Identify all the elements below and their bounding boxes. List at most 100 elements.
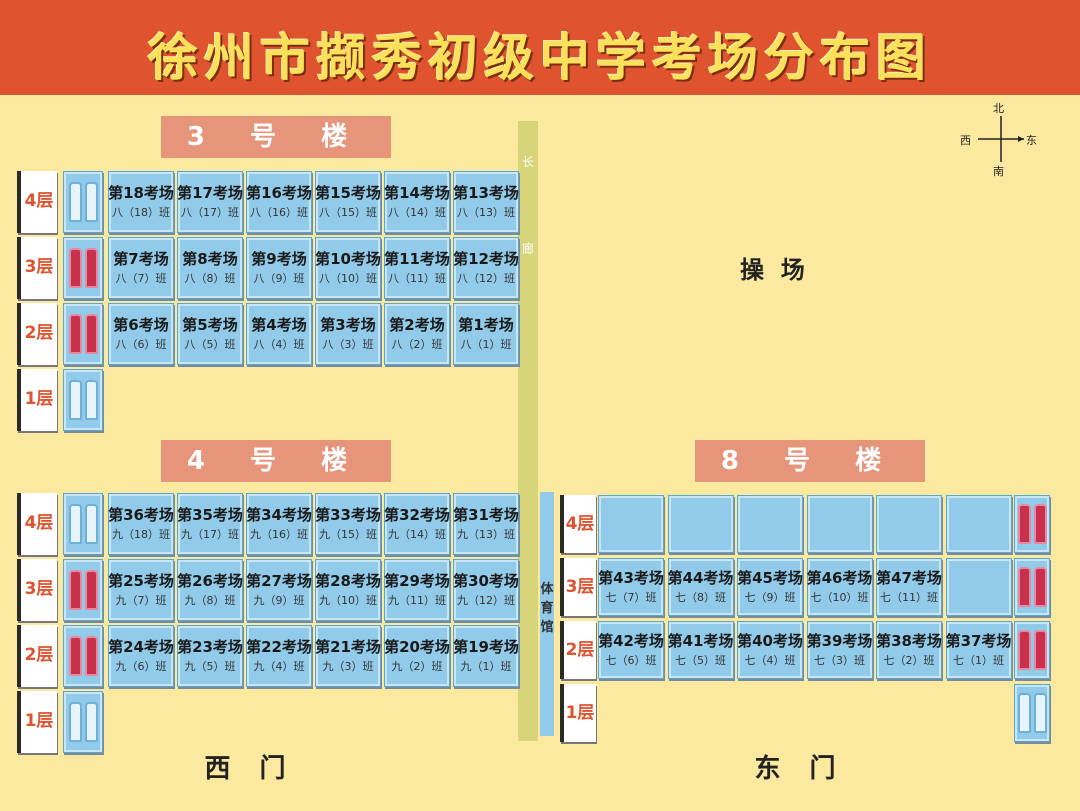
restroom-icon — [63, 625, 103, 687]
exam-room-class: 七（5）班 — [675, 654, 726, 667]
exam-room-name: 第34考场 — [246, 506, 312, 524]
exam-room-name: 第5考场 — [182, 316, 238, 334]
wc-person-icon — [1033, 504, 1047, 544]
restroom-icon — [63, 237, 103, 299]
exam-room: 第32考场九（14）班 — [384, 493, 450, 555]
exam-room-class: 八（5）班 — [184, 338, 236, 351]
exam-room-name: 第13考场 — [453, 184, 519, 202]
exam-room-name: 第45考场 — [737, 569, 803, 587]
exam-room-name: 第26考场 — [177, 572, 243, 590]
corridor-char-2: 廊 — [521, 242, 534, 256]
exam-room-name: 第38考场 — [876, 632, 942, 650]
exam-room-name: 第39考场 — [806, 632, 873, 650]
exam-room-class: 七（6）班 — [605, 654, 657, 667]
gym-char-1: 体 — [540, 582, 554, 597]
exam-room-name: 第33考场 — [315, 506, 381, 524]
exam-room — [598, 495, 664, 553]
exam-room: 第23考场九（5）班 — [177, 625, 243, 687]
exam-room-class: 九（9）班 — [253, 594, 305, 607]
restroom-icon — [1014, 495, 1050, 553]
exam-room — [945, 558, 1012, 616]
floor-label: 1层 — [17, 369, 57, 431]
floor-label: 4层 — [17, 493, 57, 555]
exam-room-name: 第29考场 — [384, 572, 450, 590]
exam-room: 第15考场八（15）班 — [315, 171, 381, 233]
exam-room-class: 七（7）班 — [605, 591, 657, 604]
exam-room: 第5考场八（5）班 — [177, 303, 243, 365]
floor-label: 3层 — [17, 559, 57, 621]
exam-room-class: 七（1）班 — [953, 654, 1004, 667]
exam-room — [737, 495, 803, 553]
gymnasium: 体 育 馆 — [540, 492, 554, 736]
wc-person-icon — [1017, 567, 1031, 607]
exam-room: 第28考场九（10）班 — [315, 559, 381, 621]
exam-room-name: 第30考场 — [453, 572, 519, 590]
exam-room-name: 第32考场 — [384, 506, 450, 524]
wc-person-icon — [68, 182, 82, 222]
exam-room-class: 九（16）班 — [250, 528, 308, 541]
floor-label: 2层 — [17, 625, 57, 687]
exam-room-class: 九（11）班 — [388, 594, 446, 607]
exam-room: 第37考场七（1）班 — [945, 621, 1012, 679]
exam-room-class: 九（7）班 — [115, 594, 167, 607]
exam-room-name: 第16考场 — [246, 184, 312, 202]
exam-room: 第41考场七（5）班 — [667, 621, 734, 679]
exam-room: 第35考场九（17）班 — [177, 493, 243, 555]
east-gate-label: 东 门 — [754, 754, 846, 784]
wc-person-icon — [1033, 567, 1047, 607]
west-gate-label: 西 门 — [204, 754, 296, 784]
exam-room: 第22考场九（4）班 — [246, 625, 312, 687]
exam-room-name: 第3考场 — [320, 316, 376, 334]
floor-label: 4层 — [17, 171, 57, 233]
exam-room-name: 第9考场 — [251, 250, 307, 268]
exam-room-name: 第11考场 — [384, 250, 450, 268]
exam-room-class: 九（3）班 — [322, 660, 374, 673]
exam-room-class: 七（4）班 — [744, 654, 796, 667]
exam-room-class: 七（3）班 — [814, 654, 865, 667]
exam-room-name: 第43考场 — [598, 569, 664, 587]
compass-north-label: 北 — [993, 102, 1004, 115]
exam-room: 第30考场九（12）班 — [453, 559, 519, 621]
page-title: 徐州市撷秀初级中学考场分布图 — [148, 29, 932, 87]
floor-label: 3层 — [560, 558, 596, 616]
exam-room-name: 第21考场 — [315, 638, 381, 656]
exam-room: 第14考场八（14）班 — [384, 171, 450, 233]
wc-person-icon — [1033, 693, 1047, 733]
floor-label: 1层 — [17, 691, 57, 753]
exam-room-name: 第28考场 — [315, 572, 381, 590]
wc-person-icon — [84, 380, 98, 420]
wc-person-icon — [68, 504, 82, 544]
compass-east-label: 东 — [1026, 134, 1037, 147]
exam-room-name: 第31考场 — [453, 506, 519, 524]
exam-room-class: 八（18）班 — [112, 206, 170, 219]
exam-room-name: 第1考场 — [458, 316, 514, 334]
restroom-icon — [63, 691, 103, 753]
exam-room: 第8考场八（8）班 — [177, 237, 243, 299]
exam-room-name: 第8考场 — [182, 250, 238, 268]
exam-room — [876, 495, 942, 553]
exam-room-class: 七（10）班 — [810, 591, 869, 604]
wc-person-icon — [68, 636, 82, 676]
compass-cross-icon — [978, 116, 1024, 162]
wc-person-icon — [84, 504, 98, 544]
wc-person-icon — [68, 314, 82, 354]
exam-room-class: 七（8）班 — [675, 591, 726, 604]
exam-room-class: 七（11）班 — [880, 591, 938, 604]
exam-room: 第29考场九（11）班 — [384, 559, 450, 621]
wc-person-icon — [84, 314, 98, 354]
exam-room: 第20考场九（2）班 — [384, 625, 450, 687]
wc-person-icon — [84, 248, 98, 288]
exam-room: 第40考场七（4）班 — [737, 621, 803, 679]
gym-char-3: 馆 — [540, 620, 554, 635]
exam-room: 第19考场九（1）班 — [453, 625, 519, 687]
exam-room: 第18考场八（18）班 — [108, 171, 174, 233]
exam-room-class: 九（10）班 — [319, 594, 377, 607]
exam-room-class: 九（17）班 — [181, 528, 239, 541]
exam-room: 第13考场八（13）班 — [453, 171, 519, 233]
wc-person-icon — [68, 570, 82, 610]
exam-room-name: 第41考场 — [667, 632, 734, 650]
exam-room: 第33考场九（15）班 — [315, 493, 381, 555]
wc-person-icon — [84, 636, 98, 676]
exam-room-name: 第14考场 — [384, 184, 450, 202]
exam-room-class: 八（7）班 — [115, 272, 167, 285]
